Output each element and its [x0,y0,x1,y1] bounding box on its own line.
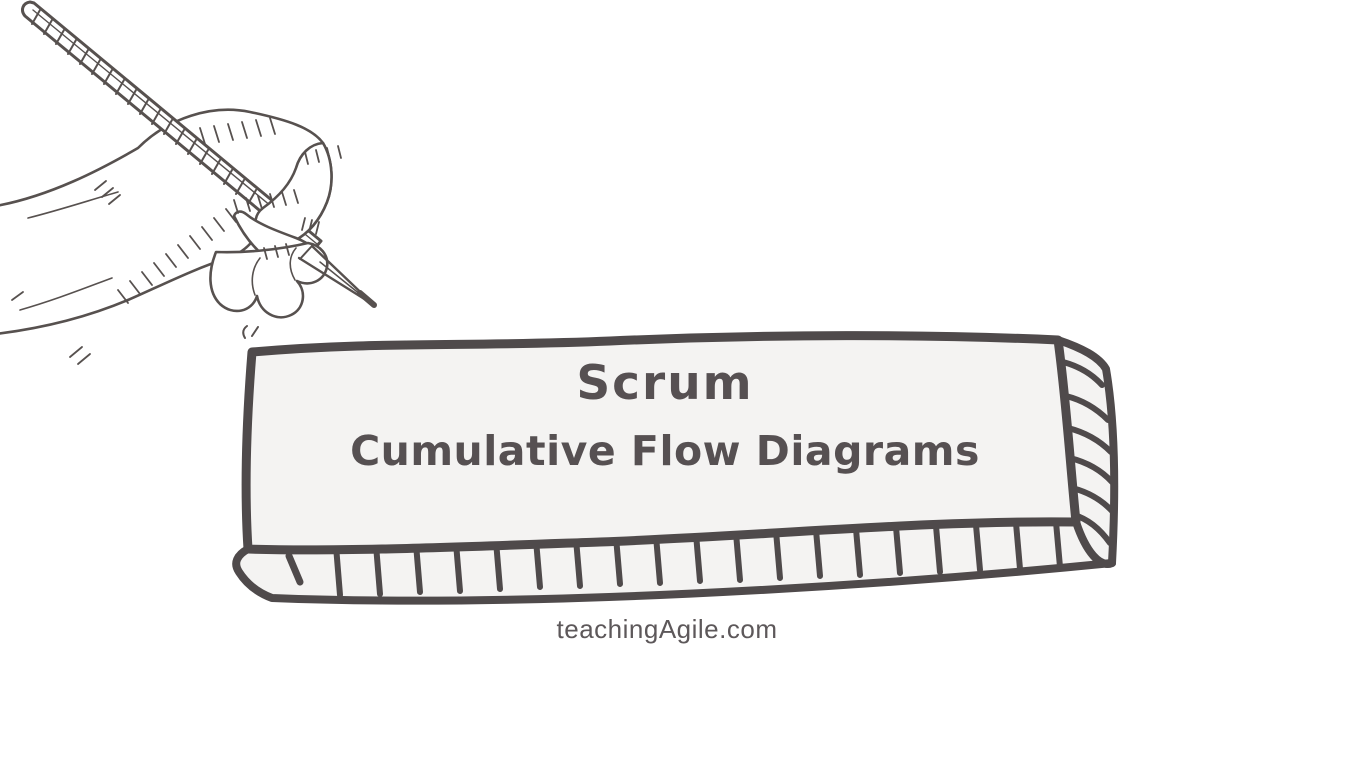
hand-pencil-icon [0,0,377,365]
website-url: teachingAgile.com [556,614,778,644]
banner-box-sketch [232,325,1119,605]
